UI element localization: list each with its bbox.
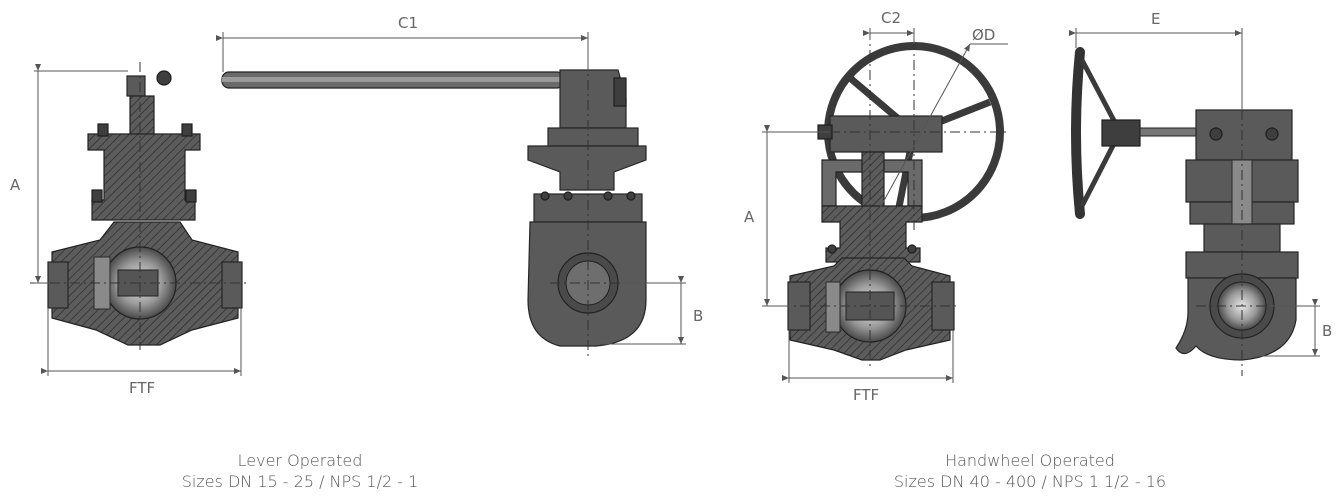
handwheel-section-view — [780, 30, 1010, 370]
caption-handwheel-title: Handwheel Operated — [945, 451, 1115, 470]
gearbox — [829, 115, 943, 153]
dim-ftf-lever: FTF — [41, 308, 242, 397]
caption-handwheel-sizes: Sizes DN 40 - 400 / NPS 1 1/2 - 16 — [893, 472, 1167, 491]
lever-operator-head — [559, 69, 627, 129]
dim-e: E — [1069, 10, 1243, 110]
dim-label-c1: C1 — [398, 14, 418, 32]
dim-b-handwheel: B — [1250, 299, 1332, 357]
caption-lever-sizes: Sizes DN 15 - 25 / NPS 1/2 - 1 — [181, 472, 419, 491]
lever-side-view — [221, 40, 647, 360]
bolt-icon — [91, 189, 103, 203]
lever-end-right — [221, 261, 243, 309]
lever-stem-head — [126, 75, 146, 97]
dim-ftf-handwheel: FTF — [782, 330, 954, 404]
lever-end-left — [47, 261, 69, 309]
caption-lever-title: Lever Operated — [237, 451, 363, 470]
handwheel-side-view — [1071, 47, 1299, 376]
dim-label-ftf-hw: FTF — [853, 386, 879, 404]
dim-c1: C1 — [216, 14, 589, 72]
bolt-icon — [1265, 127, 1279, 141]
dim-label-c2: C2 — [881, 9, 901, 27]
lever-side-bonnet — [527, 145, 647, 191]
handwheel-edge — [1071, 47, 1085, 219]
dim-a-handwheel: A — [744, 125, 830, 307]
handwheel-hub — [1101, 119, 1141, 147]
dim-label-e: E — [1151, 10, 1160, 28]
lever-bonnet — [87, 133, 201, 221]
bolt-icon — [827, 244, 837, 254]
dim-label-a-hw: A — [744, 208, 755, 226]
lever-section-view — [30, 62, 250, 350]
lever-handle-highlight — [222, 77, 564, 82]
bolt-icon — [626, 191, 636, 201]
bolt-icon — [563, 191, 573, 201]
handwheel-shaft — [1139, 127, 1197, 137]
dim-c2: C2 — [863, 9, 915, 44]
bolt-icon — [1209, 127, 1223, 141]
bolt-icon — [540, 191, 550, 201]
lever-flange — [547, 127, 639, 147]
dim-label-ftf: FTF — [129, 379, 155, 397]
dim-label-od: ØD — [972, 26, 995, 44]
dim-a-lever: A — [10, 64, 128, 284]
bolt-icon — [907, 244, 917, 254]
bolt-icon — [185, 189, 197, 203]
handwheel-bonnet — [821, 205, 923, 263]
dim-label-a: A — [10, 176, 21, 194]
dim-label-b-hw: B — [1322, 322, 1332, 340]
bolt-icon — [181, 123, 193, 137]
stem-cap-icon — [156, 70, 172, 86]
dim-b-lever: B — [600, 276, 703, 345]
lever-stop-icon — [613, 77, 627, 107]
caption-handwheel: Handwheel Operated Sizes DN 40 - 400 / N… — [810, 450, 1250, 492]
dim-od: ØD — [869, 26, 1008, 227]
bolt-icon — [97, 123, 109, 137]
handwheel-seat — [825, 281, 841, 333]
caption-lever: Lever Operated Sizes DN 15 - 25 / NPS 1/… — [80, 450, 520, 492]
dim-label-b: B — [693, 307, 703, 325]
bolt-icon — [603, 191, 613, 201]
